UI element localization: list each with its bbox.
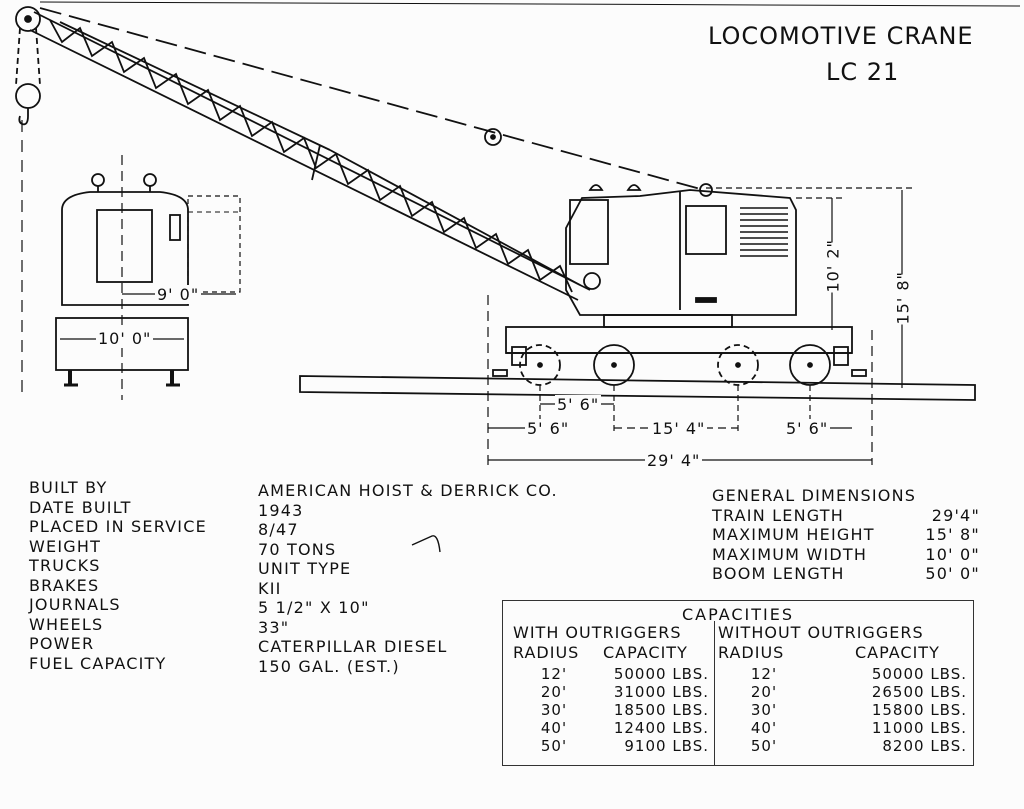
- table-top-border: [502, 600, 974, 601]
- without-radius-header: RADIUS: [718, 643, 785, 662]
- side-view-cab: [565, 184, 797, 328]
- spec-label: DATE BUILT: [29, 497, 132, 517]
- drawing-title: LOCOMOTIVE CRANE: [708, 22, 974, 50]
- dim-axle-spacing: 5' 6": [555, 395, 602, 414]
- with-radius-header: RADIUS: [513, 643, 580, 662]
- spec-value: AMERICAN HOIST & DERRICK CO.: [258, 481, 558, 500]
- spec-label: FUEL CAPACITY: [29, 653, 167, 673]
- spec-label: JOURNALS: [29, 595, 121, 614]
- spec-label: BRAKES: [29, 575, 100, 595]
- hook-icon: [18, 108, 29, 126]
- spec-value: KII: [258, 578, 282, 598]
- with-capacity-column: 50000 LBS. 31000 LBS. 18500 LBS. 12400 L…: [613, 665, 709, 755]
- table-divider: [714, 621, 715, 765]
- spec-value: CATERPILLAR DIESEL: [258, 637, 448, 656]
- dim-cab-height: 10' 2": [823, 239, 843, 293]
- spec-label: TRUCKS: [29, 556, 101, 575]
- spec-label: PLACED IN SERVICE: [29, 517, 207, 536]
- dim-overall-height: 15' 8": [893, 271, 913, 325]
- boom-lattice: [29, 11, 591, 301]
- boom-sheave: [15, 6, 41, 32]
- car-body: [492, 326, 867, 386]
- spec-values: AMERICAN HOIST & DERRICK CO. 1943 8/47 7…: [258, 481, 558, 676]
- spec-value: 5 1/2" X 10": [258, 598, 370, 617]
- with-outriggers-heading: WITH OUTRIGGERS: [513, 623, 682, 642]
- spec-value: 33": [258, 617, 290, 637]
- with-radius-column: 12' 20' 30' 40' 50': [540, 665, 568, 755]
- without-capacity-header: CAPACITY: [855, 643, 940, 662]
- spec-label: WHEELS: [29, 614, 104, 634]
- dim-left-wheelbase: 5' 6": [525, 419, 572, 438]
- hook-block: [15, 83, 41, 109]
- without-outriggers-heading: WITHOUT OUTRIGGERS: [718, 623, 924, 642]
- spec-value: 70 TONS: [258, 539, 337, 559]
- spec-value: UNIT TYPE: [258, 559, 352, 578]
- spec-value: 1943: [258, 500, 304, 520]
- with-capacity-header: CAPACITY: [603, 643, 688, 662]
- dim-end-width-bottom: 10' 0": [96, 329, 154, 348]
- spec-labels: BUILT BY DATE BUILT PLACED IN SERVICE WE…: [29, 478, 207, 673]
- spec-label: POWER: [29, 634, 95, 653]
- capacities-table: CAPACITIES WITH OUTRIGGERS WITHOUT OUTRI…: [502, 601, 974, 766]
- spec-label: BUILT BY: [29, 478, 108, 497]
- dim-truck-centers: 15' 4": [650, 419, 708, 438]
- general-dimensions-heading: GENERAL DIMENSIONS: [712, 486, 917, 505]
- dim-end-width-top: 9' 0": [155, 285, 202, 304]
- spec-label: WEIGHT: [29, 536, 102, 556]
- spec-value: 150 GAL. (EST.): [258, 656, 400, 676]
- without-capacity-column: 50000 LBS. 26500 LBS. 15800 LBS. 11000 L…: [871, 665, 967, 755]
- without-radius-column: 12' 20' 30' 40' 50': [750, 665, 778, 755]
- rail-track: [299, 375, 976, 401]
- dim-right-wheelbase: 5' 6": [784, 419, 831, 438]
- drawing-model: LC 21: [826, 58, 900, 86]
- dim-overall-length: 29' 4": [645, 451, 703, 470]
- spec-value: 8/47: [258, 520, 299, 539]
- capacities-title: CAPACITIES: [681, 605, 795, 624]
- end-view: [55, 155, 241, 400]
